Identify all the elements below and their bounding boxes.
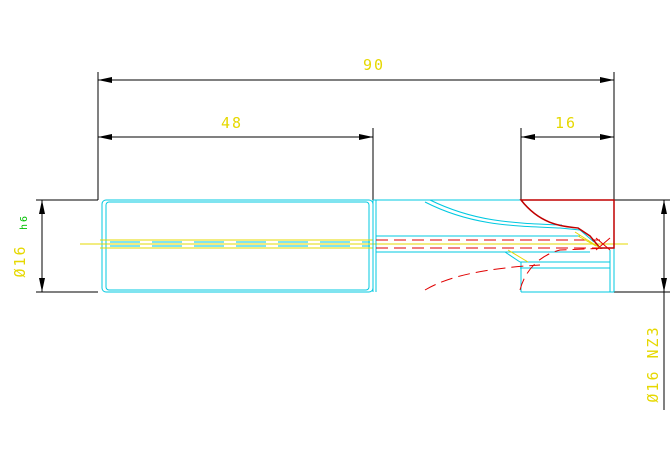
hidden-lines xyxy=(376,239,611,291)
cutting-head-outline xyxy=(372,199,615,293)
overall-length-label: 90 xyxy=(363,56,385,74)
cutter-spec-label: Ø16 NZ3 xyxy=(644,325,662,402)
shank-diameter-label: Ø16 xyxy=(11,244,29,277)
shank-tolerance-label: h6 xyxy=(19,214,30,230)
cutting-edge xyxy=(519,199,615,249)
shank-hidden-lines xyxy=(110,241,370,247)
center-lines xyxy=(80,239,628,249)
dimension-lines xyxy=(36,72,670,410)
cutting-length-label: 16 xyxy=(555,114,577,132)
shank-length-label: 48 xyxy=(221,114,243,132)
tip-cross xyxy=(595,237,611,251)
tip-detail xyxy=(507,231,601,263)
arrowheads xyxy=(39,77,667,292)
